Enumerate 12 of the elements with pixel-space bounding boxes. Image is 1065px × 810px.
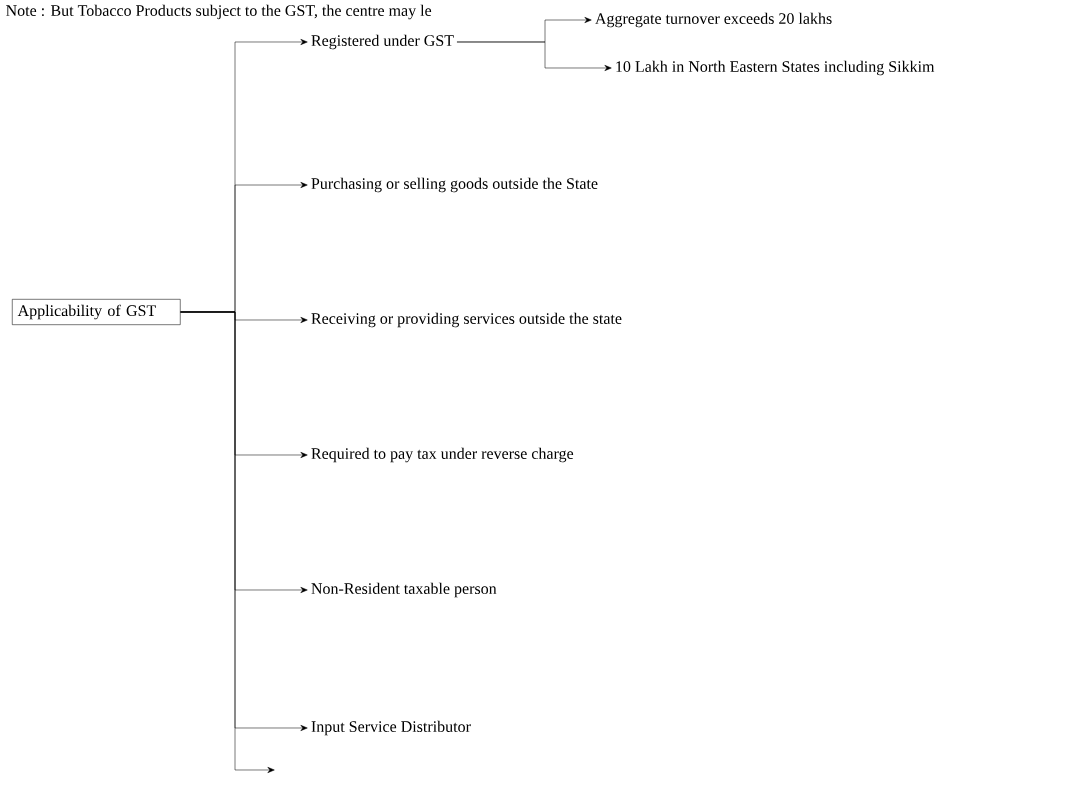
branch-text: Input Service Distributor: [311, 720, 471, 736]
branch-text: Aggregate turnover exceeds 20 lakhs: [595, 12, 832, 28]
process-box: Applicability of GST: [12, 299, 181, 325]
arrow: [456, 41, 612, 71]
branch-text: Non-Resident taxable person: [311, 582, 497, 598]
branch-text: Required to pay tax under reverse charge: [311, 447, 574, 463]
note-text: Note : But Tobacco Products subject to the GST, the centre may le: [6, 4, 432, 20]
branch-text: 10 Lakh in North Eastern States including Sikkim: [616, 60, 935, 76]
arrow: [180, 311, 275, 773]
branch-text: Registered under GST: [311, 34, 454, 50]
branch-text: Purchasing or selling goods outside the State: [311, 177, 598, 193]
branch-text: Receiving or providing services outside the state: [311, 312, 622, 328]
